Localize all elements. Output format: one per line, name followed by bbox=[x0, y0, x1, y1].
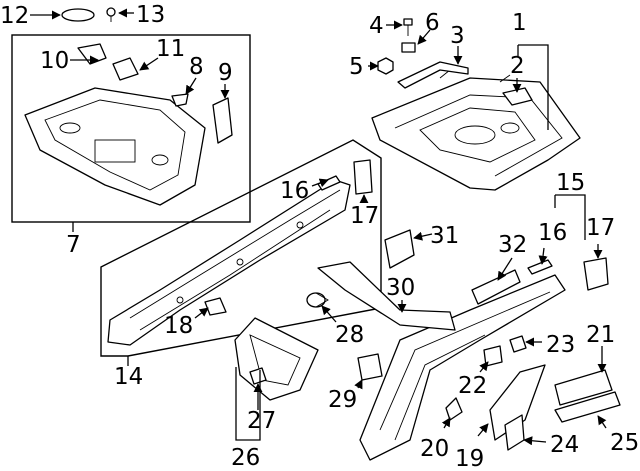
callout-10: 10 bbox=[40, 48, 69, 74]
brace-3-part bbox=[397, 61, 469, 89]
callout-11: 11 bbox=[156, 36, 185, 62]
rear-floor-pan-part bbox=[371, 69, 581, 191]
callout-28: 28 bbox=[335, 322, 364, 348]
plate-25-part bbox=[554, 391, 621, 423]
callout-2: 2 bbox=[510, 53, 525, 79]
callout-8: 8 bbox=[189, 54, 204, 80]
front-floor-pan-part bbox=[24, 87, 206, 206]
bracket-8-part bbox=[171, 93, 189, 107]
callout-13: 13 bbox=[136, 2, 165, 28]
crossmember-21-part bbox=[554, 369, 613, 406]
bracket-17a-part bbox=[353, 159, 373, 195]
callout-27: 27 bbox=[247, 408, 276, 434]
callout-5: 5 bbox=[349, 54, 364, 80]
bolt-4-part bbox=[403, 18, 413, 36]
callout-20: 20 bbox=[420, 436, 449, 462]
bracket-11-part bbox=[112, 57, 139, 81]
bushing-28-part bbox=[306, 292, 329, 308]
bracket-20-part bbox=[445, 397, 463, 421]
bracket-31-part bbox=[384, 229, 415, 269]
nut-5-part bbox=[377, 57, 394, 75]
callout-29: 29 bbox=[328, 387, 357, 413]
callout-14: 14 bbox=[114, 364, 143, 390]
clip-6-part bbox=[401, 42, 416, 53]
callout-21: 21 bbox=[586, 322, 615, 348]
screw-13-part bbox=[106, 7, 116, 22]
callout-12: 12 bbox=[0, 3, 29, 29]
callout-16-right: 16 bbox=[538, 220, 567, 246]
callout-22: 22 bbox=[458, 373, 487, 399]
callout-9: 9 bbox=[218, 60, 233, 86]
callout-30: 30 bbox=[386, 275, 415, 301]
bracket-18-part bbox=[204, 297, 227, 316]
bracket-16b-part bbox=[527, 259, 553, 275]
callout-6: 6 bbox=[425, 10, 440, 36]
callout-3: 3 bbox=[450, 23, 465, 49]
callout-7: 7 bbox=[66, 232, 81, 258]
callout-31: 31 bbox=[430, 223, 459, 249]
plate-12-part bbox=[61, 8, 95, 22]
bracket-27-part bbox=[249, 367, 267, 385]
bracket-10-part bbox=[77, 43, 107, 65]
callout-19: 19 bbox=[455, 446, 484, 471]
crossmember-30-part bbox=[317, 261, 456, 331]
reinforcement-9-part bbox=[212, 97, 233, 144]
callout-4: 4 bbox=[369, 13, 384, 39]
side-rail-part bbox=[107, 179, 351, 346]
panel-26-part bbox=[234, 317, 319, 401]
group-7-frame bbox=[11, 34, 251, 223]
callout-1: 1 bbox=[512, 10, 527, 36]
callout-17-right: 17 bbox=[586, 215, 615, 241]
callout-32: 32 bbox=[498, 232, 527, 258]
callout-15: 15 bbox=[556, 170, 585, 196]
leader-lines bbox=[30, 8, 607, 446]
callout-24: 24 bbox=[550, 432, 579, 458]
bracket-17b-part bbox=[583, 257, 609, 291]
callout-26: 26 bbox=[231, 445, 260, 471]
bracket-22-part bbox=[483, 345, 503, 367]
extension-19-part bbox=[489, 364, 546, 441]
mount-29-part bbox=[357, 353, 383, 381]
callout-16-left: 16 bbox=[280, 178, 309, 204]
bracket-23-part bbox=[509, 335, 527, 353]
callout-23: 23 bbox=[546, 332, 575, 358]
callout-17-left: 17 bbox=[350, 203, 379, 229]
callout-18: 18 bbox=[164, 313, 193, 339]
callout-25: 25 bbox=[610, 430, 639, 456]
